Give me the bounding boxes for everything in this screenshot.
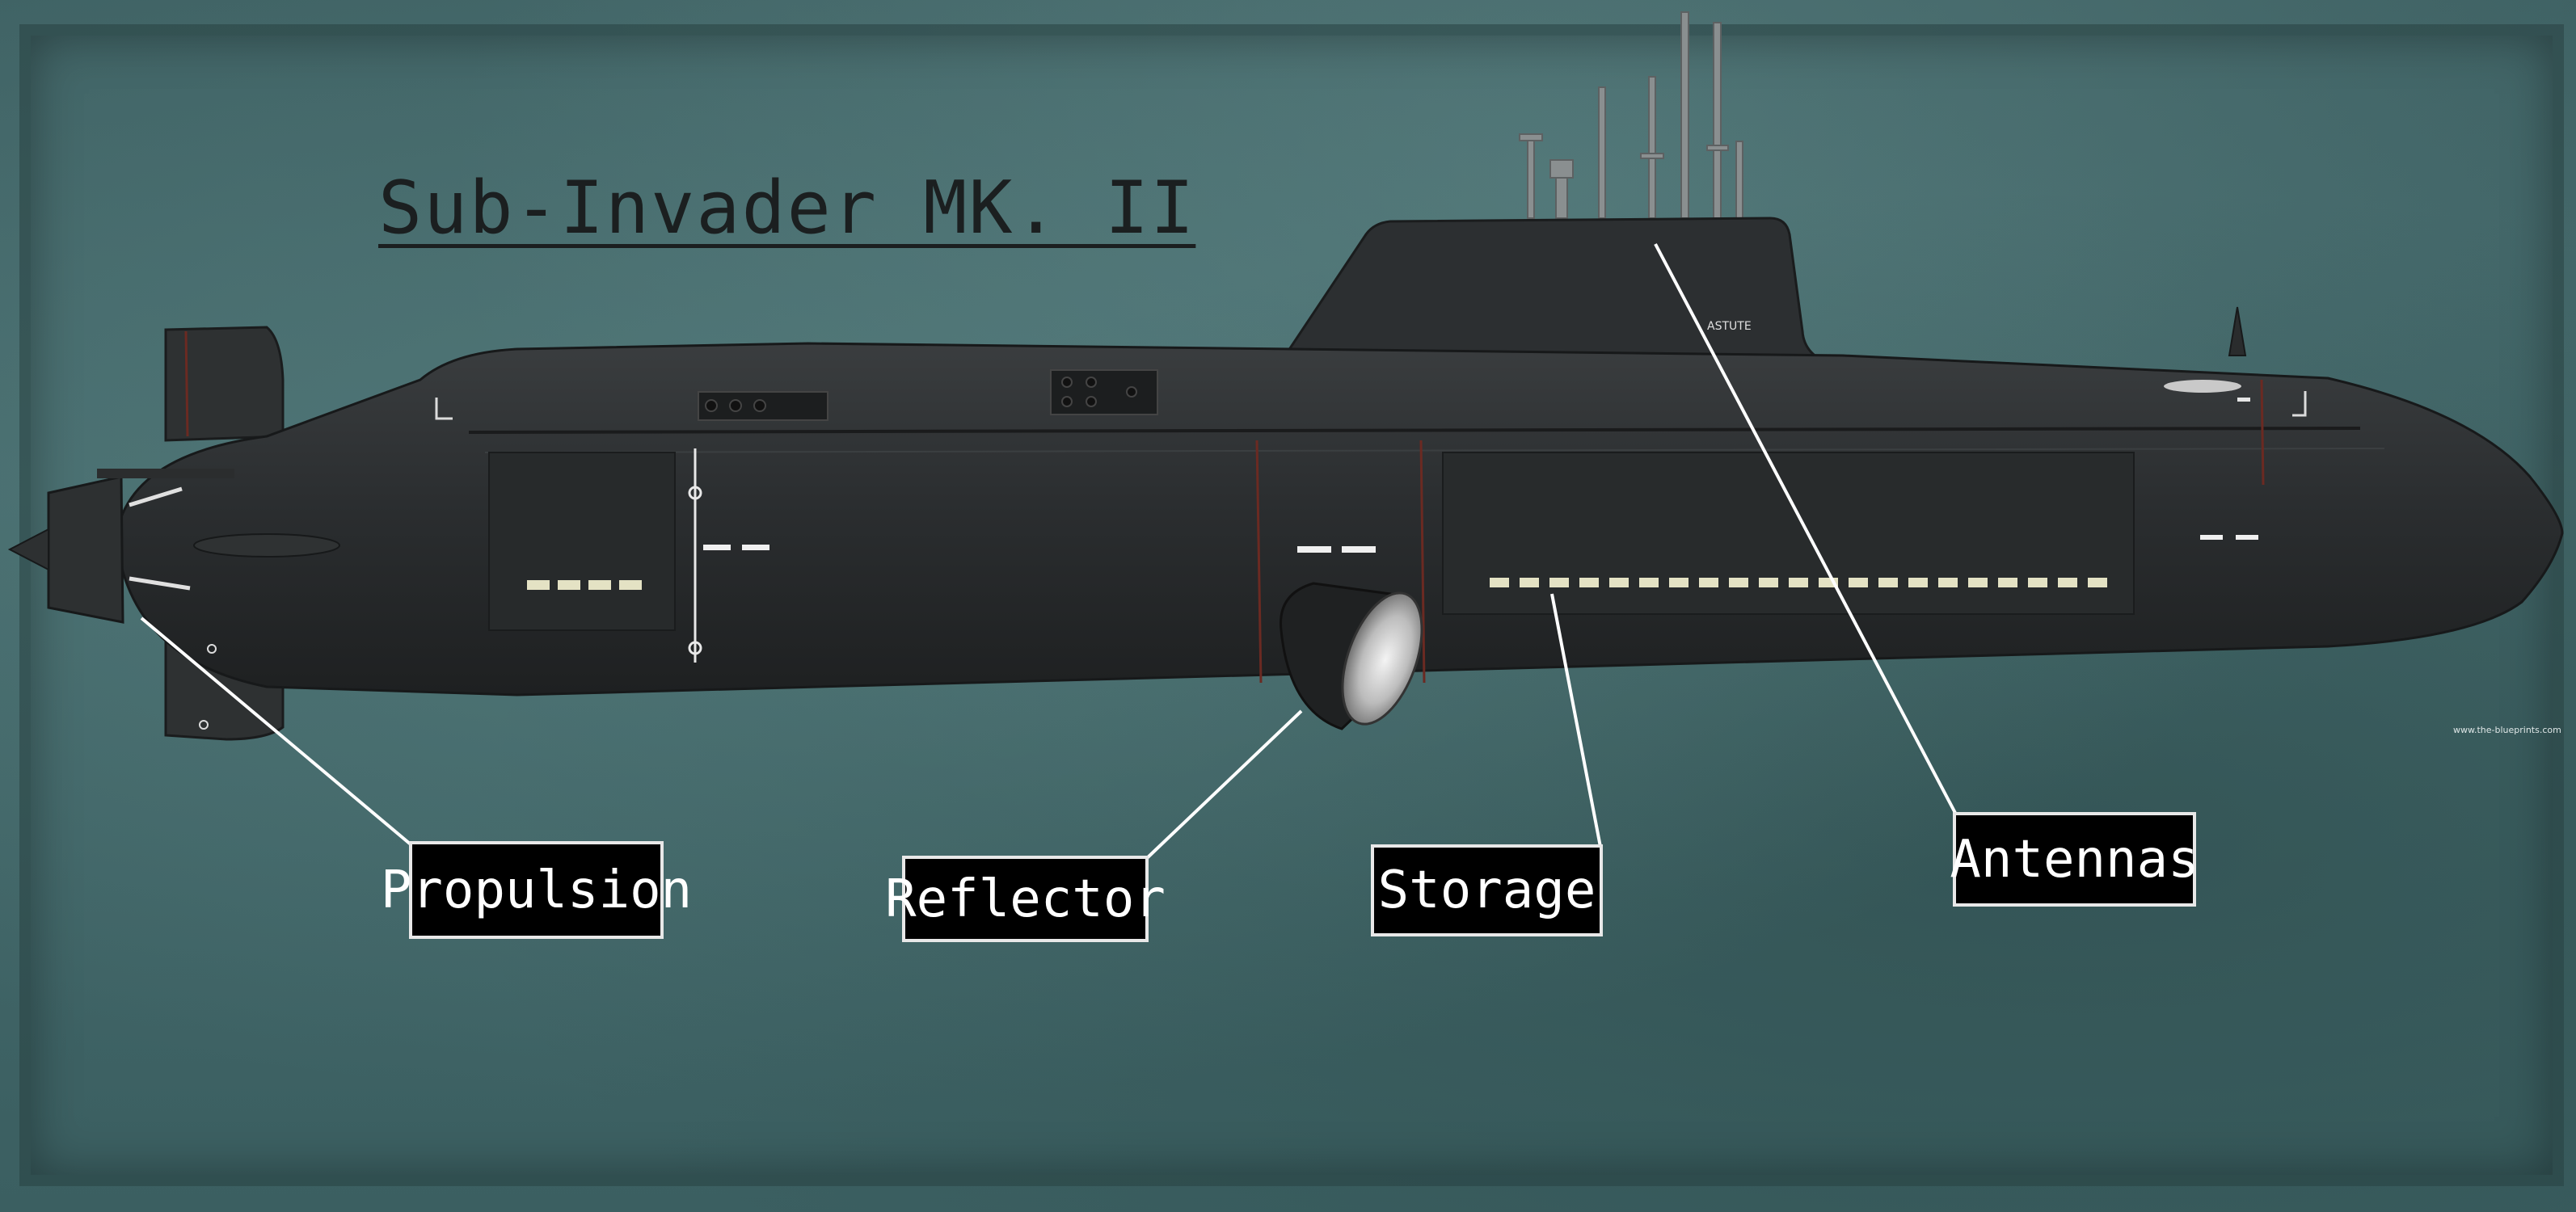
credit-text: www.the-blueprints.com: [2453, 725, 2561, 735]
storage-bay: [1442, 452, 2135, 615]
sail: [1284, 217, 1834, 367]
upper-rudder: [164, 326, 285, 442]
propulsor: [7, 469, 340, 730]
label-propulsion-text: Propulsion: [380, 860, 693, 920]
aft-windows: [527, 580, 642, 590]
label-storage-text: Storage: [1377, 861, 1596, 920]
deck-line: [468, 427, 2361, 434]
board-frame: [19, 24, 2564, 1186]
storage-windows: [1490, 578, 2107, 587]
reflector-lamp: [1280, 582, 1423, 730]
label-storage: Storage: [1371, 844, 1603, 936]
deck-hatches: [698, 369, 1158, 421]
antenna-masts: [1519, 11, 1743, 219]
label-reflector-text: Reflector: [885, 869, 1166, 929]
label-propulsion: Propulsion: [381, 841, 692, 939]
label-reflector: Reflector: [885, 856, 1166, 942]
hull-markings: [703, 535, 2258, 553]
label-antennas: Antennas: [1950, 812, 2199, 907]
label-antennas-text: Antennas: [1950, 829, 2199, 890]
leader-lines: [140, 243, 1958, 861]
hull-marking: ASTUTE: [1707, 320, 1752, 333]
aft-panel: [488, 452, 676, 631]
page-title: Sub-Invader MK. II: [378, 166, 1196, 250]
